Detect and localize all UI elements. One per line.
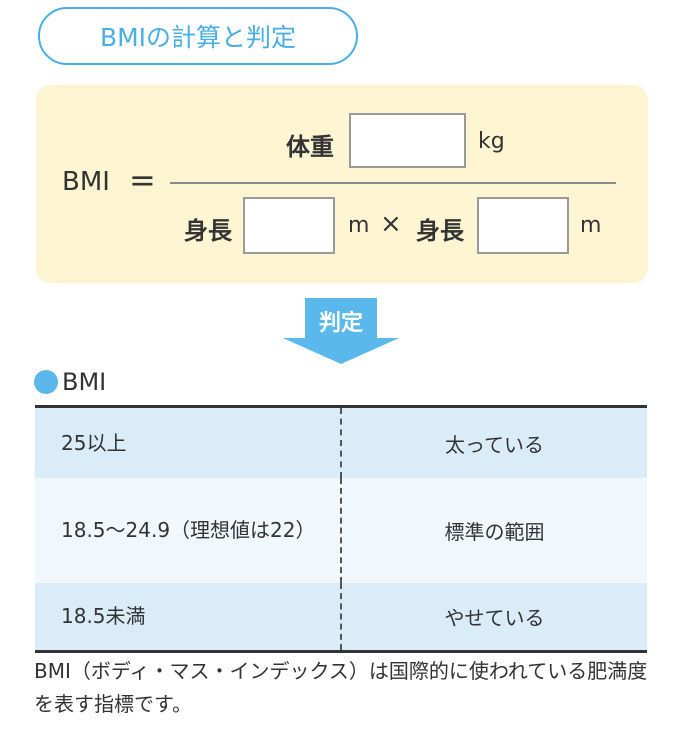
height-input-box-2[interactable] xyxy=(477,197,569,254)
height-input-box-1[interactable] xyxy=(243,197,335,254)
page-title: BMIの計算と判定 xyxy=(38,7,358,65)
range-cell: 18.5未満 xyxy=(61,604,146,628)
result-cell: 太っている xyxy=(340,408,647,478)
description-note: BMI（ボディ・マス・インデックス）は国際的に使われている肥満度を表す指標です。 xyxy=(34,659,648,716)
result-cell: 標準の範囲 xyxy=(340,478,647,583)
height-label-2: 身長 xyxy=(416,217,464,245)
height-label-1: 身長 xyxy=(184,217,232,245)
bullet-icon xyxy=(34,370,58,394)
table-row: 18.5〜24.9（理想値は22） 標準の範囲 xyxy=(35,478,647,583)
formula-panel: BMI = 体重 kg 身長 m × 身長 m xyxy=(36,85,648,283)
result-cell: やせている xyxy=(340,583,647,650)
bmi-table: 25以上 太っている 18.5〜24.9（理想値は22） 標準の範囲 18.5未… xyxy=(35,405,647,653)
range-cell: 18.5〜24.9（理想値は22） xyxy=(61,518,316,542)
formula-equals: = xyxy=(129,161,156,199)
height-unit-1: m xyxy=(348,213,370,238)
weight-label: 体重 xyxy=(286,133,334,161)
judgment-label: 判定 xyxy=(318,311,363,336)
formula-bmi-label: BMI xyxy=(62,167,110,197)
weight-input-box[interactable] xyxy=(349,113,466,168)
table-row: 18.5未満 やせている xyxy=(35,583,647,650)
height-unit-2: m xyxy=(580,213,602,238)
table-row: 25以上 太っている xyxy=(35,408,647,478)
section-label: BMI xyxy=(62,368,107,396)
fraction-line xyxy=(170,182,616,184)
times-sign: × xyxy=(380,209,402,239)
weight-unit: kg xyxy=(478,129,505,154)
down-arrow-icon xyxy=(283,298,399,364)
range-cell: 25以上 xyxy=(61,430,127,455)
